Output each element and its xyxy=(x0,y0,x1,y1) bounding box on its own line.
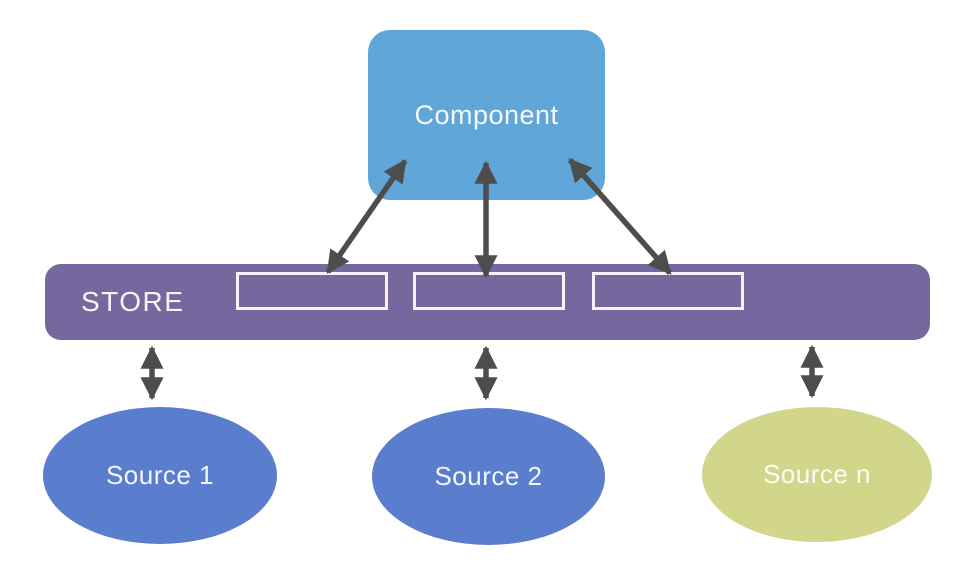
store-node: STORE xyxy=(45,264,930,340)
store-slot-3 xyxy=(592,272,744,310)
store-slot-1 xyxy=(236,272,388,310)
source-n-node: Source n xyxy=(702,407,932,542)
source-n-label: Source n xyxy=(762,459,872,489)
source-2-label: Source 2 xyxy=(434,461,543,491)
component-node: Component xyxy=(368,30,605,200)
source-2-node: Source 2 xyxy=(372,408,605,545)
store-label: STORE xyxy=(81,286,185,317)
store-slot-2 xyxy=(413,272,565,310)
source-1-label: Source 1 xyxy=(105,460,215,490)
component-label: Component xyxy=(414,99,559,130)
source-1-node: Source 1 xyxy=(43,407,277,544)
